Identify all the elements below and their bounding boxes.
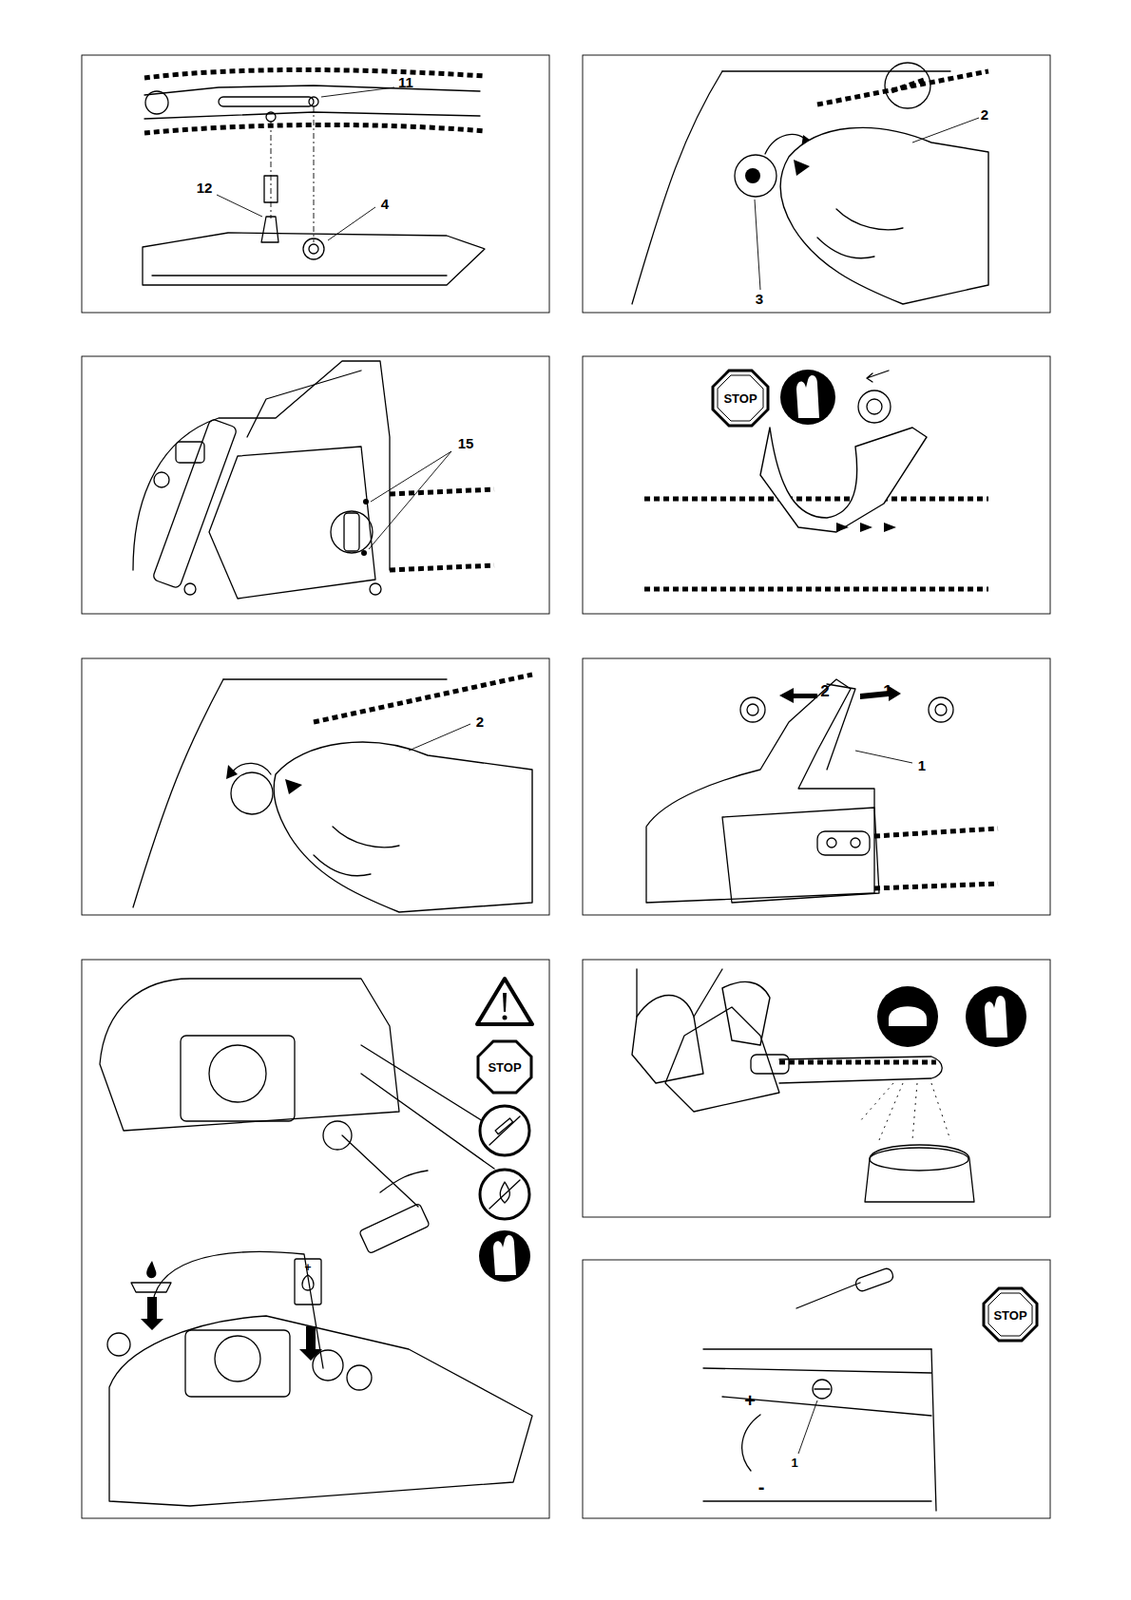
callout-number: 1	[916, 757, 928, 774]
oil-check-figure	[632, 969, 1027, 1203]
step-number: 1	[881, 682, 894, 701]
tension-knob-figure	[133, 674, 533, 913]
tension-knob-figure	[632, 62, 989, 305]
oil-adjust-figure	[703, 1267, 1037, 1512]
stop-sign-text: STOP	[721, 391, 759, 406]
stop-sign-text: STOP	[991, 1308, 1029, 1323]
callout-number: 11	[396, 74, 416, 91]
callout-number: 4	[379, 195, 391, 212]
refuelling-figure	[99, 978, 533, 1507]
callout-number: 15	[456, 435, 477, 452]
callout-number: 2	[978, 106, 991, 123]
callout-number: 2	[474, 713, 486, 730]
adjust-direction: -	[756, 1476, 767, 1498]
adjust-direction: +	[742, 1390, 758, 1412]
stop-sign-text: STOP	[485, 1060, 523, 1075]
fuel-icon-sign: +	[302, 1261, 313, 1275]
callout-number: 3	[753, 290, 766, 307]
callout-number: 1	[788, 1456, 800, 1471]
chain-cover-figure	[133, 361, 495, 599]
panel-frames	[81, 55, 1051, 1519]
chain-check-figure	[644, 369, 989, 590]
step-number: 2	[818, 682, 831, 701]
bar-mounting-figure	[142, 70, 485, 287]
callout-number: 12	[194, 179, 215, 196]
chain-brake-figure	[646, 679, 998, 903]
